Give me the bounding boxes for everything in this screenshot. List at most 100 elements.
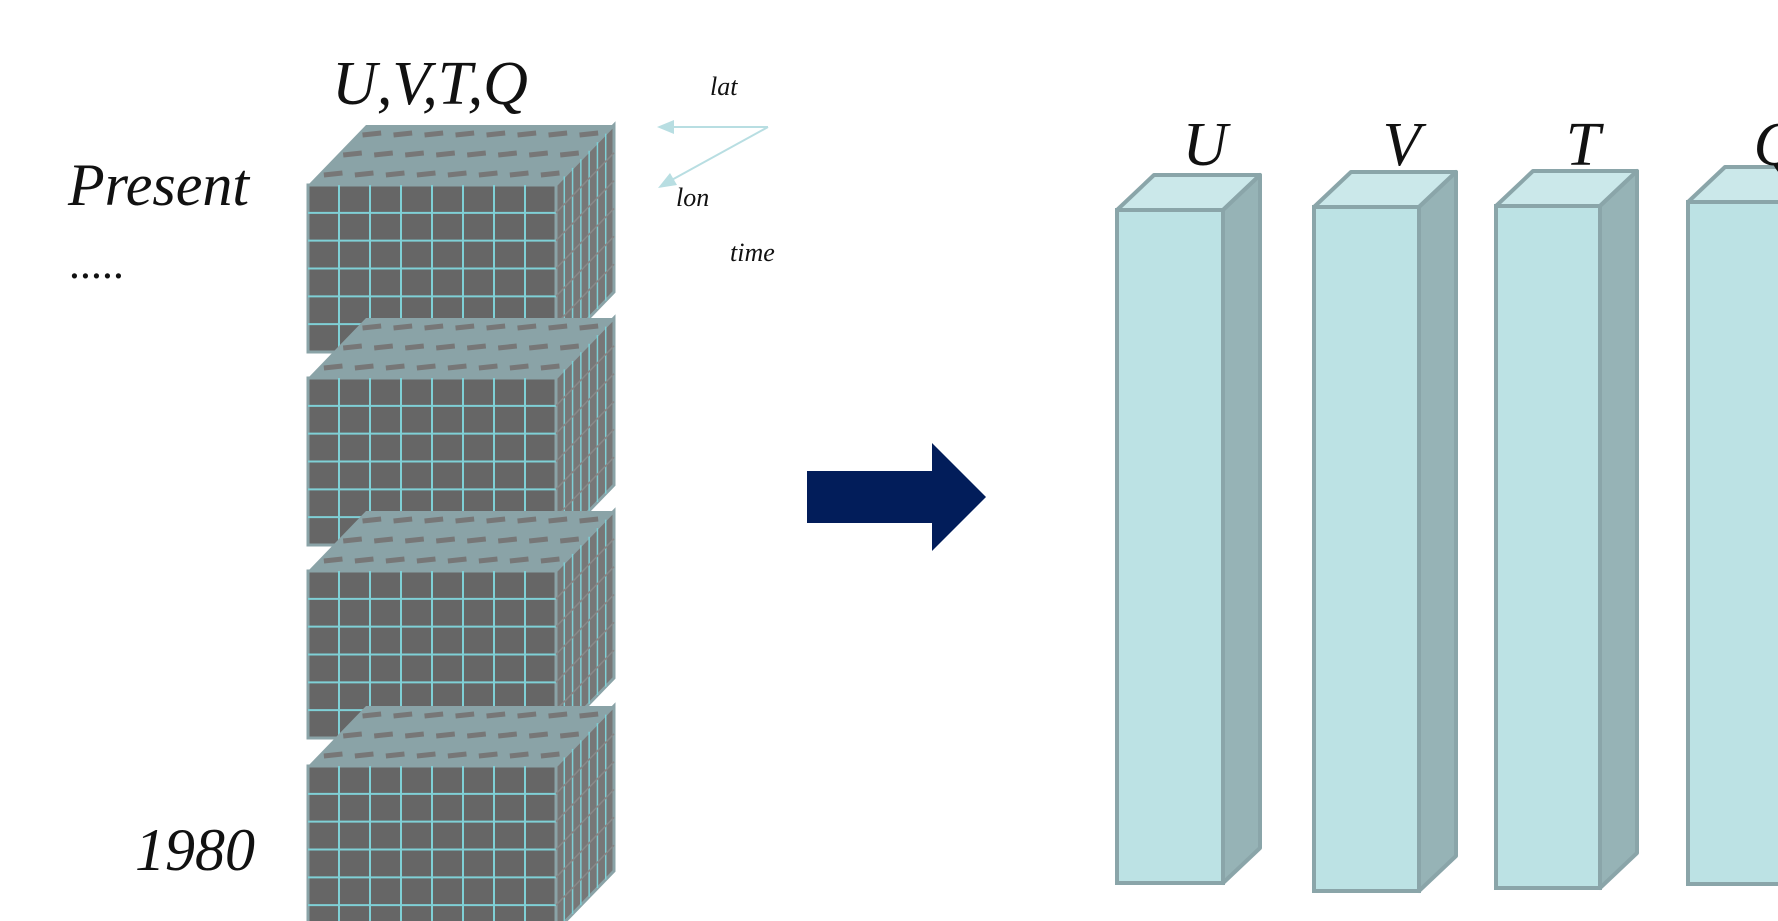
cube-top-cell: [559, 731, 580, 739]
cube-top-cell: [354, 751, 374, 759]
cube-top-cell: [455, 711, 475, 719]
column-label: U: [1183, 111, 1232, 179]
cube-top-cell: [517, 711, 537, 719]
cube-top-face: [308, 318, 614, 378]
present-label: Present: [67, 152, 250, 218]
cube-top-cell: [416, 556, 436, 564]
cube-top-cell: [466, 731, 487, 739]
side-grid-line: [555, 761, 615, 823]
column-label: T: [1566, 111, 1605, 179]
cube-top-cell: [373, 343, 394, 351]
variables-label: U,V,T,Q: [332, 50, 528, 118]
cube-top-cell: [455, 323, 475, 331]
cube-top-cell: [435, 343, 456, 351]
cube-top-cell: [354, 363, 374, 371]
cube-top-cell: [455, 516, 475, 524]
cube-top-cell: [497, 150, 518, 158]
side-grid-line: [555, 621, 615, 683]
side-grid-line: [555, 733, 615, 795]
cube-top-cell: [478, 363, 498, 371]
cube-top-cell: [540, 556, 560, 564]
cube-top-cell: [509, 170, 529, 178]
cube-top-face: [308, 511, 614, 571]
cube-top-cell: [548, 323, 568, 331]
cube-top-cell: [517, 516, 537, 524]
side-grid-line: [555, 428, 615, 490]
cube-top-cell: [435, 536, 456, 544]
cube-top-cell: [385, 556, 405, 564]
cube-top-cell: [509, 363, 529, 371]
side-grid-line: [555, 649, 615, 711]
cube-top-cell: [486, 323, 506, 331]
cube-top-cell: [323, 170, 343, 178]
data-cube: [306, 121, 616, 356]
column-side-face: [1221, 173, 1262, 885]
cube-top-cell: [559, 150, 580, 158]
cube-top-cell: [478, 556, 498, 564]
side-grid-line: [555, 844, 615, 906]
cube-top-cell: [497, 536, 518, 544]
cube-top-cell: [393, 516, 413, 524]
cube-top-cell: [559, 536, 580, 544]
cube-top-cell: [497, 343, 518, 351]
cube-top-cell: [342, 536, 363, 544]
cube-top-cell: [447, 363, 467, 371]
cube-top-cell: [424, 130, 444, 138]
column-q: Q: [1686, 111, 1778, 886]
cube-top-cell: [447, 170, 467, 178]
cube-top-cell: [435, 150, 456, 158]
column-t: T: [1494, 111, 1639, 890]
cube-top-cell: [362, 130, 382, 138]
cube-top-cell: [540, 363, 560, 371]
column-front-face: [1115, 208, 1225, 885]
column-front-face: [1686, 200, 1778, 886]
cube-top-cell: [579, 711, 599, 719]
column-front-face: [1494, 204, 1602, 890]
cube-top-cell: [528, 536, 549, 544]
cube-top-cell: [404, 343, 425, 351]
cube-top-cell: [424, 323, 444, 331]
cube-top-cell: [393, 130, 413, 138]
side-grid-line: [555, 180, 615, 242]
cube-top-cell: [548, 130, 568, 138]
cube-top-cell: [509, 751, 529, 759]
cube-top-cell: [559, 343, 580, 351]
side-grid-line: [555, 235, 615, 297]
cube-top-cell: [486, 516, 506, 524]
side-grid-line: [555, 373, 615, 435]
cube-top-cell: [342, 731, 363, 739]
cube-top-cell: [323, 556, 343, 564]
side-grid-line: [555, 816, 615, 878]
side-grid-line: [555, 538, 615, 600]
cube-top-cell: [362, 711, 382, 719]
cube-top-cell: [362, 516, 382, 524]
cube-top-cell: [435, 731, 456, 739]
data-cube: [306, 314, 616, 549]
cube-top-cell: [579, 516, 599, 524]
cube-top-cell: [478, 751, 498, 759]
column-label: V: [1383, 111, 1427, 179]
side-grid-line: [555, 400, 615, 463]
axis-legend: lat lon time: [657, 72, 775, 267]
cube-top-cell: [528, 731, 549, 739]
transform-arrow: [807, 443, 986, 551]
cube-top-cell: [466, 536, 487, 544]
cube-top-face: [308, 125, 614, 185]
lon-label: lon: [676, 183, 709, 212]
cube-top-cell: [478, 170, 498, 178]
cube-top-cell: [404, 536, 425, 544]
cube-top-cell: [548, 516, 568, 524]
column-label: Q: [1754, 111, 1778, 179]
cube-top-cell: [447, 751, 467, 759]
side-grid-line: [555, 152, 615, 214]
cube-top-cell: [385, 751, 405, 759]
side-grid-line: [555, 207, 615, 270]
cube-top-cell: [517, 130, 537, 138]
ellipsis-label: .....: [70, 239, 125, 288]
data-cube: [306, 702, 616, 921]
data-cube-stack: [306, 121, 616, 921]
cube-top-cell: [323, 363, 343, 371]
data-cube: [306, 507, 616, 742]
cube-top-cell: [540, 751, 560, 759]
